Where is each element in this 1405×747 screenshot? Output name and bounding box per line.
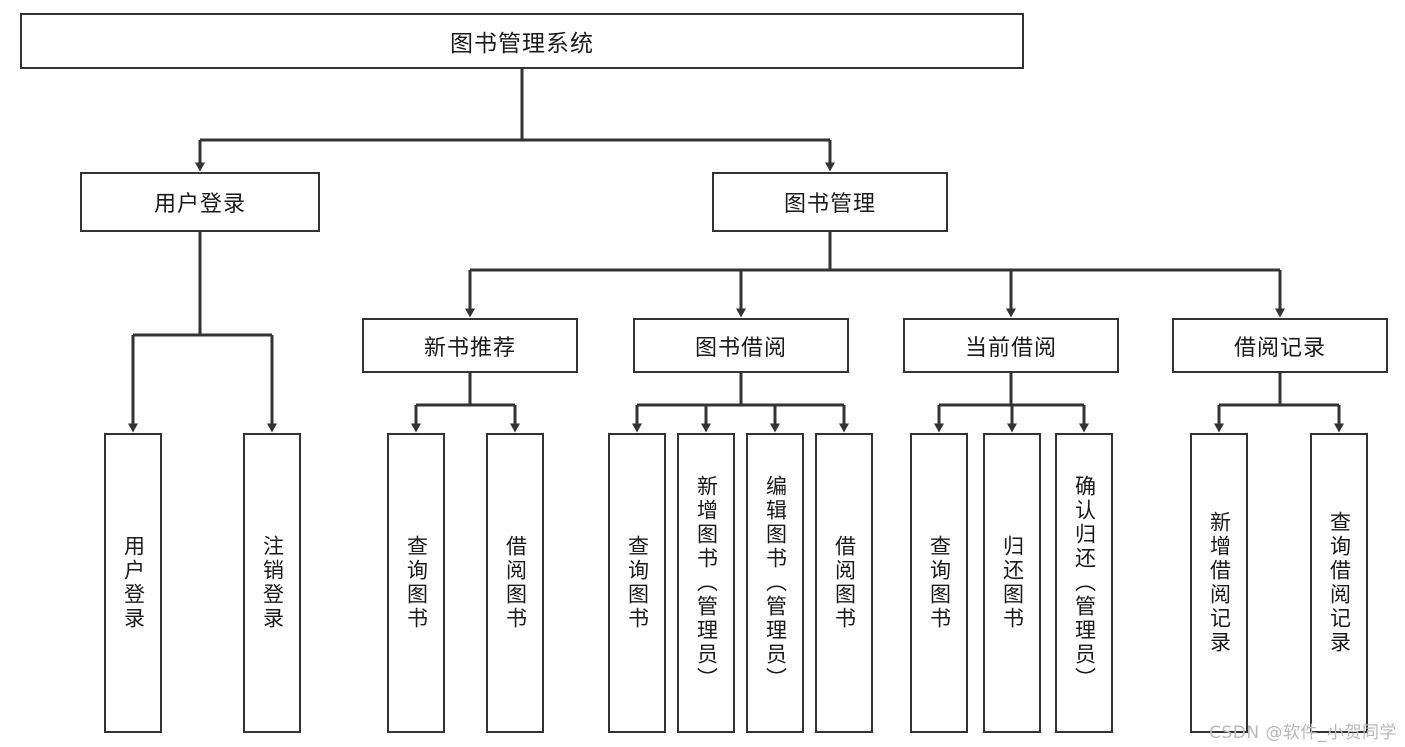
node-root[interactable]: 图书管理系统 — [20, 13, 1024, 69]
node-label: 当前借阅 — [964, 335, 1057, 361]
leaf-user-logout[interactable]: 注销登录 — [243, 433, 301, 733]
leaf-query-book-current[interactable]: 查询图书 — [910, 433, 968, 733]
node-book-borrow[interactable]: 图书借阅 — [633, 318, 849, 373]
node-label: 查询图书 — [927, 535, 952, 631]
node-label: 借阅图书 — [503, 535, 528, 631]
node-label: 借阅记录 — [1233, 335, 1326, 361]
leaf-borrow-book[interactable]: 借阅图书 — [815, 433, 873, 733]
node-current-borrow[interactable]: 当前借阅 — [903, 318, 1119, 373]
node-book-management[interactable]: 图书管理 — [712, 172, 948, 232]
node-label: 归还图书 — [1000, 535, 1025, 631]
leaf-confirm-return[interactable]: 确认归还（管理员） — [1055, 433, 1113, 733]
node-label: 借阅图书 — [832, 535, 857, 631]
node-label: 新增图书（管理员） — [694, 475, 719, 691]
node-label: 用户登录 — [153, 192, 246, 217]
node-label: 图书借阅 — [694, 335, 787, 361]
leaf-edit-book[interactable]: 编辑图书（管理员） — [746, 433, 804, 733]
node-borrow-record[interactable]: 借阅记录 — [1172, 318, 1388, 373]
node-label: 图书管理 — [783, 192, 876, 217]
leaf-add-book[interactable]: 新增图书（管理员） — [677, 433, 735, 733]
node-label: 新增借阅记录 — [1207, 511, 1232, 655]
leaf-return-book[interactable]: 归还图书 — [983, 433, 1041, 733]
node-new-book-recommend[interactable]: 新书推荐 — [362, 318, 578, 373]
watermark-csdn: CSDN @软件_小贺同学 — [1209, 723, 1397, 743]
node-label: 确认归还（管理员） — [1072, 475, 1097, 691]
leaf-query-book-borrow[interactable]: 查询图书 — [608, 433, 666, 733]
leaf-user-login[interactable]: 用户登录 — [104, 433, 162, 733]
node-label: 注销登录 — [260, 535, 285, 631]
node-label: 编辑图书（管理员） — [763, 475, 788, 691]
node-user-login[interactable]: 用户登录 — [80, 172, 320, 232]
node-label: 图书管理系统 — [450, 31, 594, 57]
leaf-borrow-book-recommend[interactable]: 借阅图书 — [486, 433, 544, 733]
node-label: 查询图书 — [404, 535, 429, 631]
leaf-query-book-recommend[interactable]: 查询图书 — [387, 433, 445, 733]
node-label: 新书推荐 — [423, 335, 516, 361]
node-label: 查询借阅记录 — [1327, 511, 1352, 655]
leaf-query-borrow-record[interactable]: 查询借阅记录 — [1310, 433, 1368, 733]
node-label: 查询图书 — [625, 535, 650, 631]
node-label: 用户登录 — [121, 535, 146, 631]
leaf-add-borrow-record[interactable]: 新增借阅记录 — [1190, 433, 1248, 733]
